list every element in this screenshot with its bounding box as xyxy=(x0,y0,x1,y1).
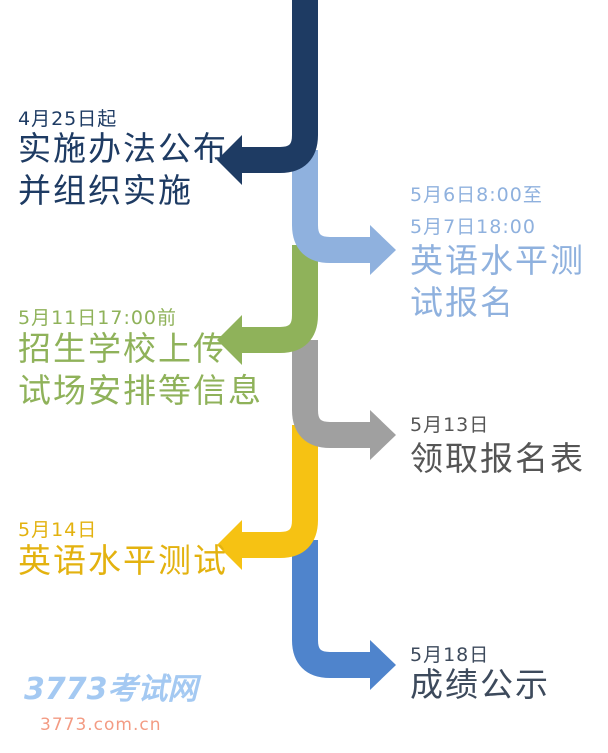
arrow-gray xyxy=(292,340,396,460)
arrow-lightblue xyxy=(292,150,396,275)
event-2-title-line2: 试报名 xyxy=(410,283,515,322)
event-3-title-line2: 试场安排等信息 xyxy=(18,371,263,410)
watermark-url: 3773.com.cn xyxy=(40,715,162,735)
arrow-yellow xyxy=(217,425,318,570)
watermark-brand: 3773考试网 xyxy=(24,672,198,707)
event-6-title: 成绩公示 xyxy=(410,665,550,704)
event-1-title-line2: 并组织实施 xyxy=(18,171,193,210)
event-3-date: 5月11日17:00前 xyxy=(18,307,178,329)
event-4-date: 5月13日 xyxy=(410,414,490,436)
event-5-date: 5月14日 xyxy=(18,519,98,541)
event-2-title-line1: 英语水平测 xyxy=(410,241,585,280)
event-3-title-line1: 招生学校上传 xyxy=(18,329,228,368)
event-1-title-line1: 实施办法公布 xyxy=(18,129,228,168)
event-6-date: 5月18日 xyxy=(410,644,490,666)
event-1-date: 4月25日起 xyxy=(18,108,118,130)
arrow-navy xyxy=(217,0,318,185)
event-4-title: 领取报名表 xyxy=(410,439,585,478)
event-5-title: 英语水平测试 xyxy=(18,541,228,580)
arrow-green xyxy=(217,245,318,365)
arrow-blue xyxy=(292,540,396,690)
event-2-date-line1: 5月6日8:00至 xyxy=(410,184,543,206)
event-2-date-line2: 5月7日18:00 xyxy=(410,216,536,238)
